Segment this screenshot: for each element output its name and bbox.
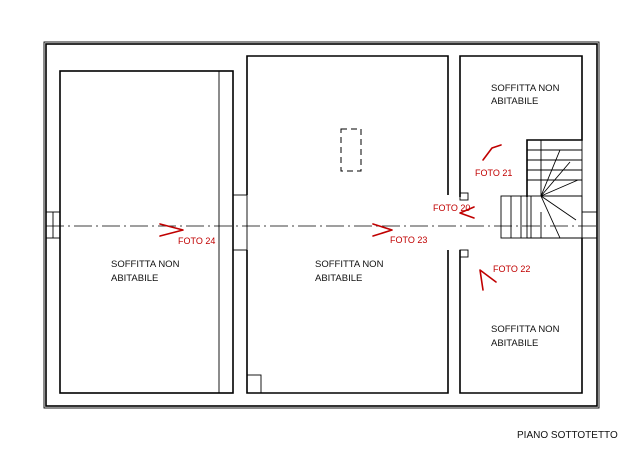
center-left-opening [232,194,248,251]
foto-21-arrow [482,144,502,161]
room-left-label-line2: ABITABILE [111,273,158,284]
door-jamb-top [459,192,469,201]
door-jamb-bottom [459,249,469,258]
right-bottom-room-walls [459,238,583,394]
room-top-right-label-line2: ABITABILE [491,96,538,107]
skylight [340,128,362,172]
room-center-label-line2: ABITABILE [315,273,362,284]
foto-24-arrow [159,223,184,237]
plan-caption: PIANO SOTTOTETTO [517,430,618,441]
foto-24-label: FOTO 24 [178,236,215,246]
left-room-outline [59,70,234,394]
room-left-label-line1: SOFFITTA NON [111,259,180,270]
center-room-corner-box [246,374,262,394]
foto-20-label: FOTO 20 [433,203,470,213]
foto-22-label: FOTO 22 [493,264,530,274]
center-room-bottom-walls [246,250,449,394]
foto-22-arrow [479,269,497,291]
room-top-right-label-line1: SOFFITTA NON [491,83,560,94]
staircase [500,139,598,239]
foto-21-label: FOTO 21 [475,168,512,178]
room-bottom-right-label-line2: ABITABILE [491,338,538,349]
outer-wall-line [43,41,600,409]
center-room-top-walls [246,55,449,195]
foto-23-arrow [372,223,393,237]
room-bottom-right-label-line1: SOFFITTA NON [491,324,560,335]
foto-20-arrow [459,206,475,219]
foto-23-label: FOTO 23 [390,235,427,245]
room-center-label-line1: SOFFITTA NON [315,259,384,270]
